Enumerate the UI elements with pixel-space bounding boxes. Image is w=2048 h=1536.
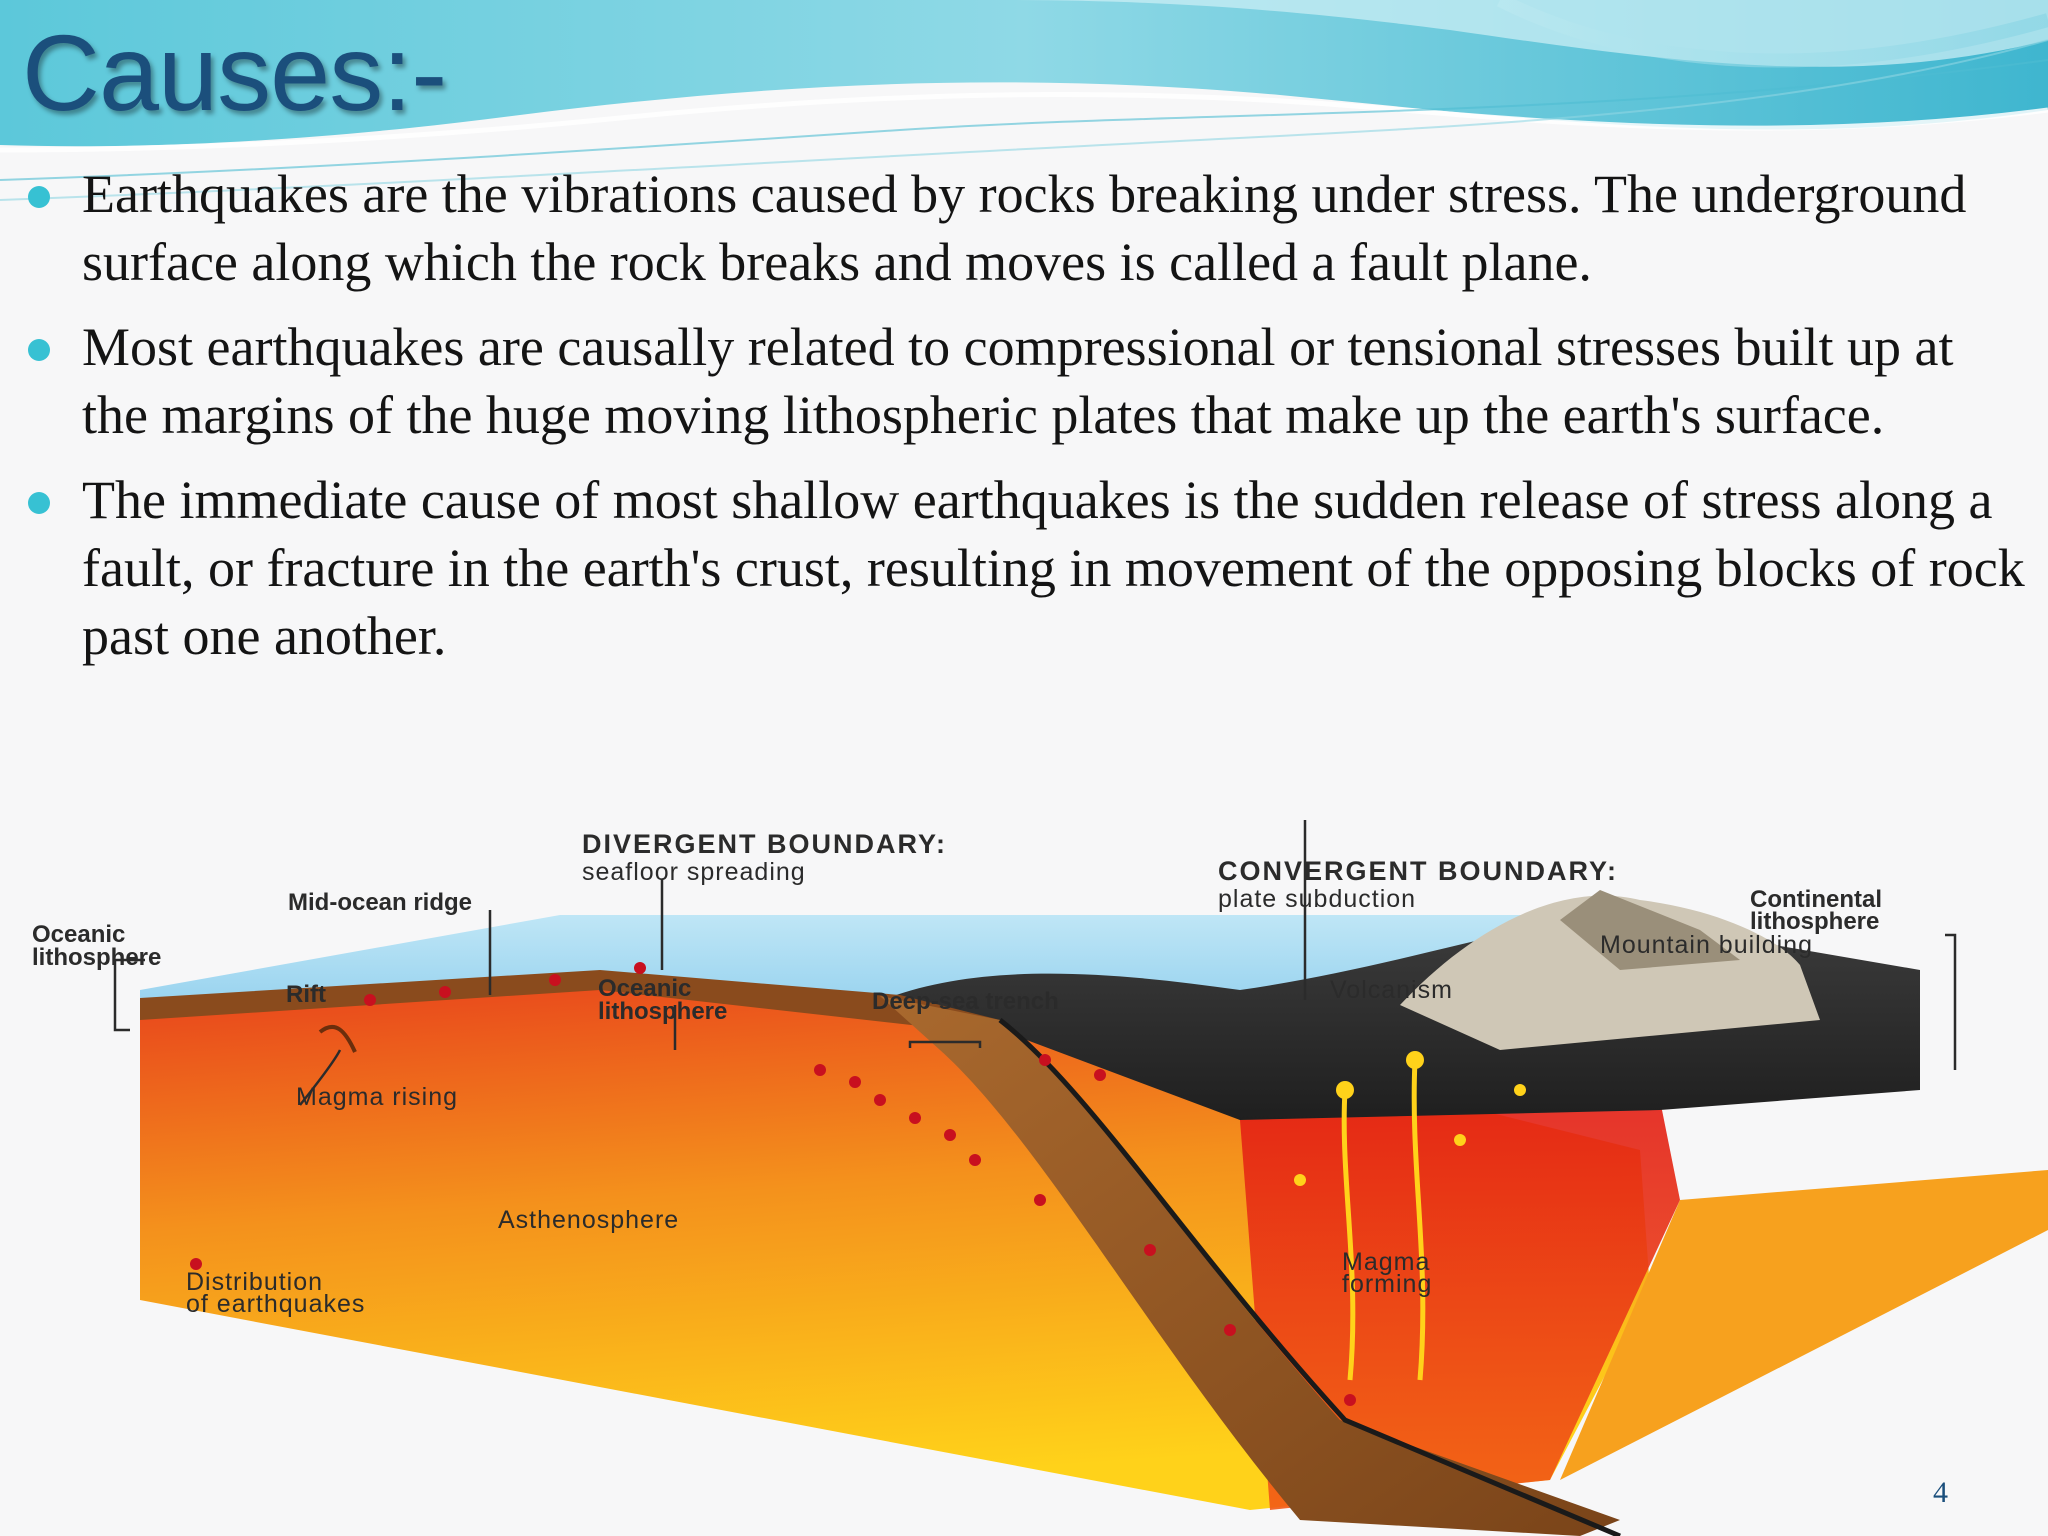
label-divergent-sub: seafloor spreading	[582, 858, 806, 886]
header-wave-decoration	[0, 0, 2048, 201]
bullet-list: Earthquakes are the vibrations caused by…	[20, 160, 2030, 687]
bullet-dot-icon	[28, 339, 50, 361]
label-deep-sea-trench: Deep-sea trench	[872, 988, 1059, 1015]
bullet-text: Earthquakes are the vibrations caused by…	[82, 164, 1967, 292]
bullet-dot-icon	[28, 492, 50, 514]
label-magma-forming-1: Magma	[1342, 1248, 1430, 1276]
label-oceanic-lithosphere-left-2: lithosphere	[32, 944, 161, 971]
label-oceanic-lithosphere-left-1: Oceanic	[32, 921, 125, 948]
label-volcanism: Volcanism	[1330, 976, 1453, 1004]
bullet-item: Most earthquakes are causally related to…	[20, 313, 2030, 449]
oceanic-lithosphere-band	[140, 970, 1000, 1035]
earthquake-dots	[364, 962, 1356, 1406]
plate-tectonics-diagram: DIVERGENT BOUNDARY: seafloor spreading C…	[32, 820, 2048, 1536]
bullet-dot-icon	[28, 186, 50, 208]
label-oceanic-lithosphere-mid-2: lithosphere	[598, 998, 727, 1025]
mountains	[1400, 895, 1820, 1050]
label-mountain-building: Mountain building	[1600, 931, 1813, 959]
slide-title: Causes:-	[22, 12, 447, 133]
bullet-item: Earthquakes are the vibrations caused by…	[20, 160, 2030, 296]
label-legend-2: of earthquakes	[186, 1290, 365, 1318]
legend-earthquake-dot-icon	[190, 1258, 202, 1270]
bullet-text: The immediate cause of most shallow eart…	[82, 470, 2025, 666]
label-magma-rising: Magma rising	[296, 1083, 458, 1111]
mantle-side-wall	[1560, 1170, 2048, 1480]
label-divergent-title: DIVERGENT BOUNDARY:	[582, 829, 947, 859]
label-mid-ocean-ridge: Mid-ocean ridge	[288, 889, 472, 916]
magma-drops	[1294, 1051, 1526, 1186]
bullet-text: Most earthquakes are causally related to…	[82, 317, 1954, 445]
rift-line	[318, 1024, 357, 1053]
label-asthenosphere: Asthenosphere	[498, 1206, 679, 1234]
label-oceanic-lithosphere-mid-1: Oceanic	[598, 975, 691, 1002]
subduction-line	[998, 1018, 1621, 1536]
mountain-shading	[1560, 890, 1740, 970]
label-leader-lines	[113, 820, 1957, 1106]
label-continental-lithosphere-1: Continental	[1750, 886, 1882, 913]
bullet-item: The immediate cause of most shallow eart…	[20, 466, 2030, 670]
label-convergent-sub: plate subduction	[1218, 885, 1416, 913]
label-magma-forming-2: forming	[1342, 1270, 1432, 1298]
label-rift: Rift	[286, 981, 326, 1008]
subducting-slab	[880, 996, 1620, 1536]
page-number: 4	[1933, 1476, 1948, 1509]
label-convergent-title: CONVERGENT BOUNDARY:	[1218, 856, 1618, 886]
magma-plumes	[1341, 1059, 1426, 1381]
label-continental-lithosphere-2: lithosphere	[1750, 908, 1879, 935]
label-legend-1: Distribution	[186, 1268, 323, 1296]
